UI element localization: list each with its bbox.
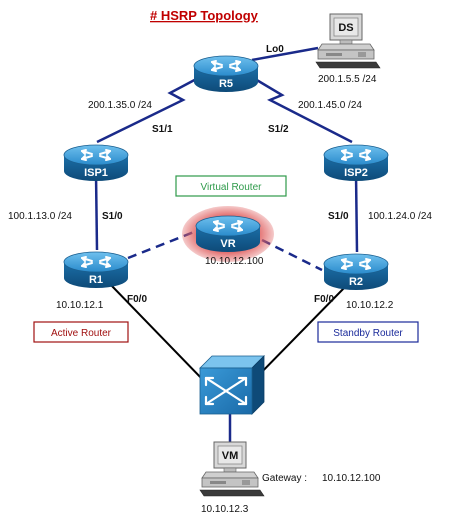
network-label-isp1-r1: 100.1.13.0 /24 (8, 211, 72, 222)
switch-arrows-icon (204, 376, 248, 406)
ds-label: DS (338, 22, 353, 34)
active-router-box-label: Active Router (51, 328, 112, 339)
router-label-r2: R2 (349, 276, 363, 288)
vm-label: VM (222, 450, 239, 462)
gateway-label: Gateway : (262, 473, 307, 484)
serial-link-isp1-r1 (94, 173, 99, 251)
switch[interactable] (199, 355, 265, 415)
r1-ip: 10.10.12.1 (56, 300, 104, 311)
ds-ip: 200.1.5.5 /24 (318, 74, 377, 85)
router-label-isp1: ISP1 (84, 167, 108, 179)
ethernet-link-r2-switch (251, 285, 347, 383)
router-label-r1: R1 (89, 274, 103, 286)
router-isp1[interactable]: ISP1 (63, 144, 129, 182)
router-label-r5: R5 (219, 78, 233, 90)
serial-link-isp2-r2 (354, 173, 359, 253)
page-title: # HSRP Topology (150, 8, 259, 23)
serial-link-r5-isp2 (249, 74, 353, 144)
interface-label-r5-s11: S1/1 (152, 124, 173, 135)
link-r5-ds (251, 46, 319, 62)
vm-host: VM (199, 441, 265, 497)
router-label-isp2: ISP2 (344, 167, 368, 179)
hsrp-link-vr-r2 (261, 238, 323, 272)
active-router-box: Active Router (33, 321, 129, 343)
gateway-value: 10.10.12.100 (322, 473, 381, 484)
hsrp-link-r1-vr (127, 230, 195, 260)
network-label-isp2-r2: 100.1.24.0 /24 (368, 211, 432, 222)
vr-ip: 10.10.12.100 (205, 256, 264, 267)
links (94, 46, 359, 444)
ethernet-link-r1-switch (109, 283, 206, 383)
standby-router-box-label: Standby Router (333, 328, 403, 339)
interface-label-r1-s10: S1/0 (102, 211, 123, 222)
router-r1[interactable]: R1 (63, 251, 129, 289)
interface-label-r5-lo0: Lo0 (266, 44, 284, 55)
standby-router-box: Standby Router (317, 321, 419, 343)
virtual-router-box: Virtual Router (175, 175, 287, 197)
interface-label-r1-f00: F0/0 (127, 294, 147, 305)
ds-host: DS (315, 13, 381, 69)
r2-ip: 10.10.12.2 (346, 300, 394, 311)
interface-label-r2-f00: F0/0 (314, 294, 334, 305)
router-label-vr: VR (220, 238, 235, 250)
network-label-r5-isp1: 200.1.35.0 /24 (88, 100, 152, 111)
router-isp2[interactable]: ISP2 (323, 144, 389, 182)
router-r2[interactable]: R2 (323, 253, 389, 291)
virtual-router-box-label: Virtual Router (201, 182, 263, 193)
interface-label-r2-s10: S1/0 (328, 211, 349, 222)
serial-link-r5-isp1 (96, 74, 203, 144)
interface-label-r5-s12: S1/2 (268, 124, 289, 135)
network-label-r5-isp2: 200.1.45.0 /24 (298, 100, 362, 111)
vm-ip: 10.10.12.3 (201, 504, 249, 515)
router-r5[interactable]: R5 (193, 55, 259, 93)
router-vr[interactable]: VR (195, 215, 261, 253)
